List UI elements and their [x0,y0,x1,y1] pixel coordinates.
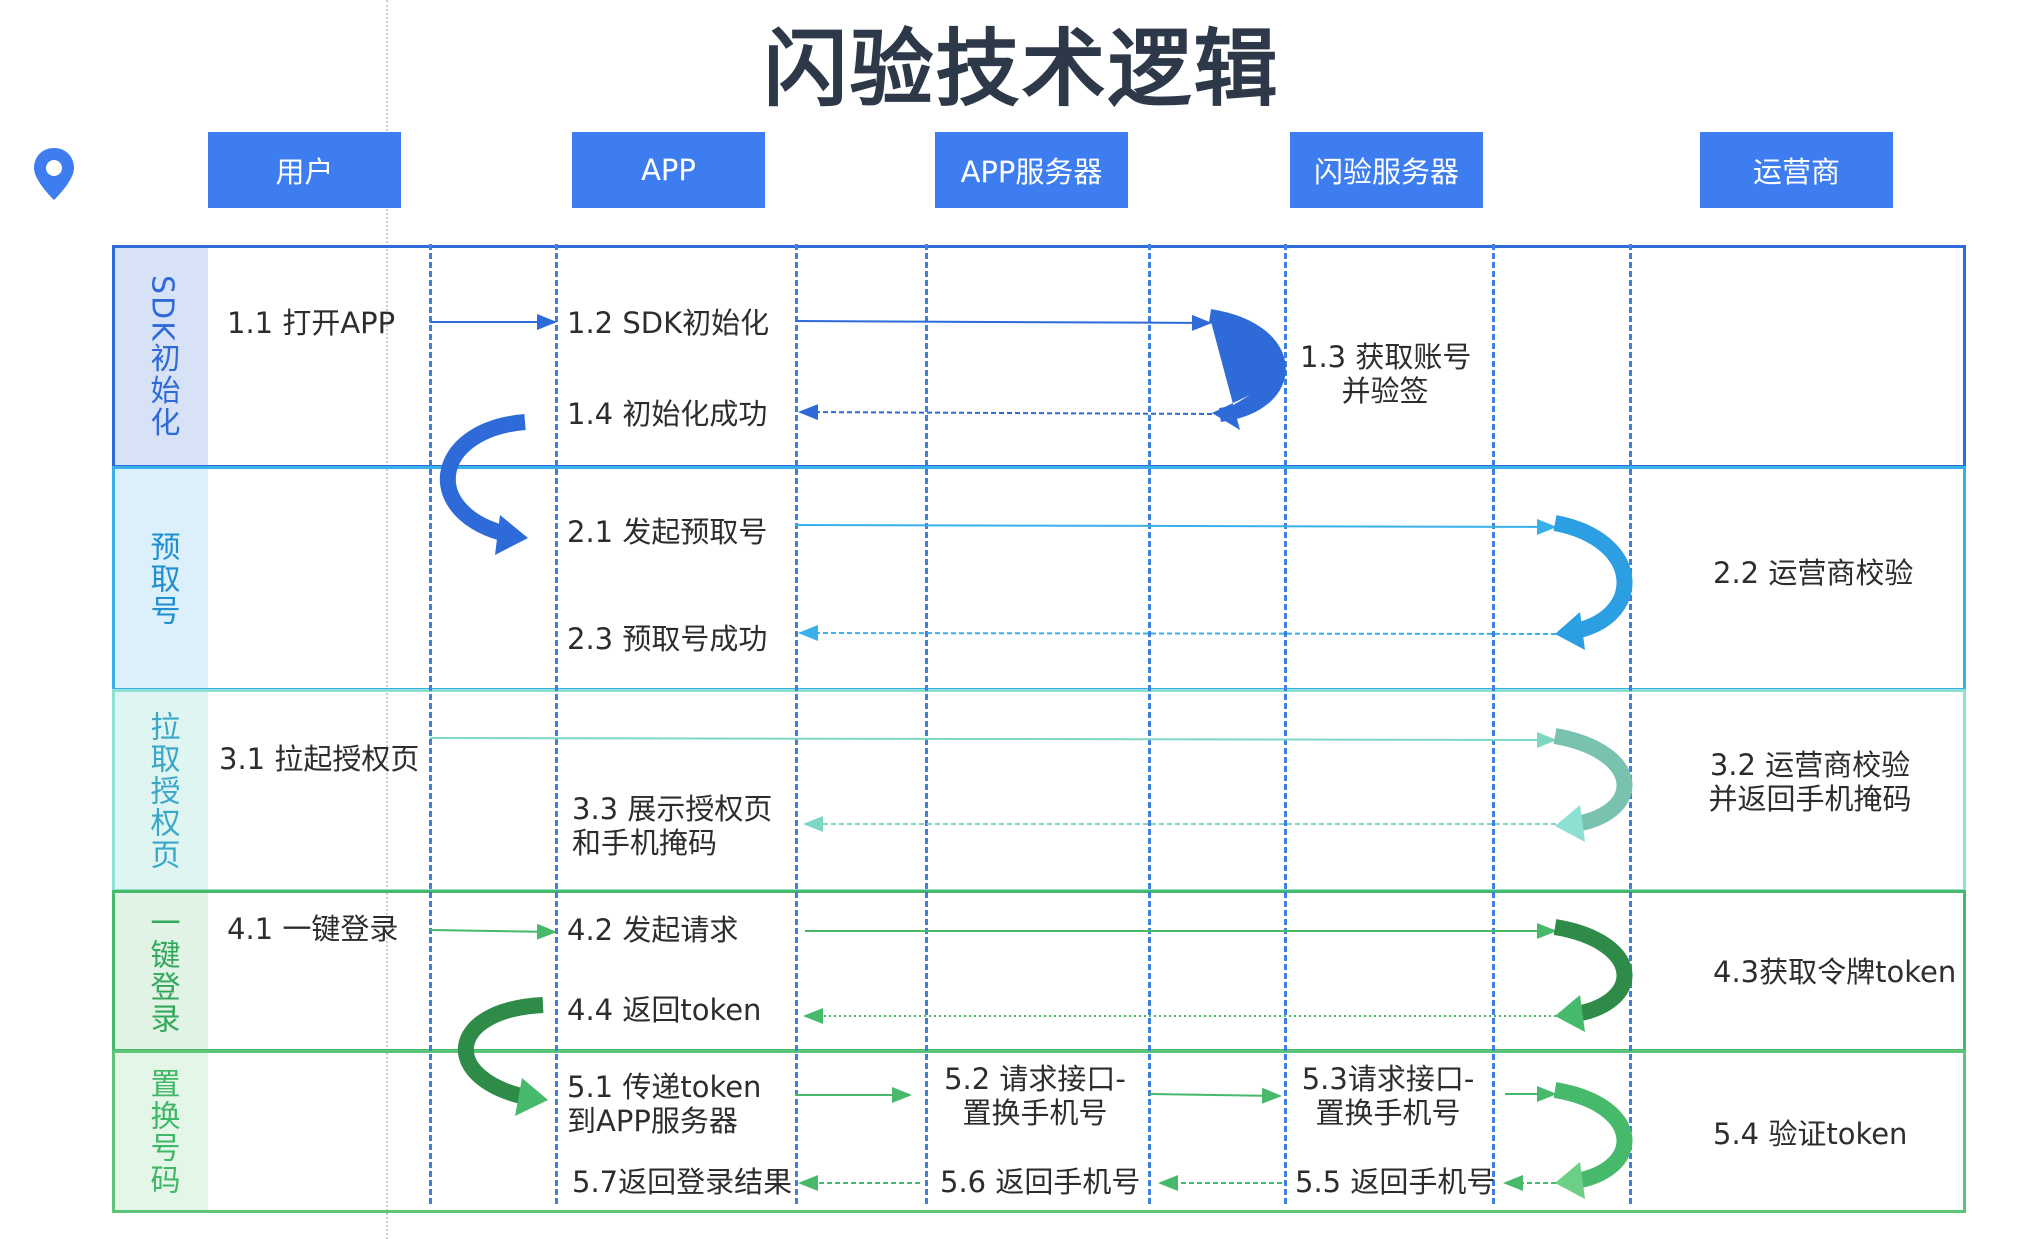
step-5-3: 5.3请求接口- 置换手机号 [1288,1062,1488,1130]
column-separator [1284,244,1287,1204]
arrow-3-1-to-carrier [429,731,1557,748]
divider-line [386,0,388,1239]
column-separator [555,244,558,1204]
location-pin-icon [34,148,74,200]
lane-label-sdk-init: SDK初始化 [115,248,208,465]
step-5-2-line2: 置换手机号 [962,1096,1108,1130]
arrow-2-3-return [798,625,1557,642]
step-4-1: 4.1 一键登录 [227,912,399,946]
arrow-1-2-to-flash-server [794,314,1212,331]
step-2-1: 2.1 发起预取号 [567,515,768,549]
step-1-3: 1.3 获取账号 并验签 [1300,340,1472,408]
column-separator [429,244,432,1204]
step-3-3-line1: 3.3 展示授权页 [572,792,773,826]
lane-number-swap [112,1050,1966,1213]
curved-arrow-head [1555,612,1585,650]
step-3-2-line2: 并返回手机掩码 [1708,782,1912,816]
lane-label-number-swap: 置换号码 [115,1053,208,1210]
step-4-3: 4.3获取令牌token [1713,955,1957,989]
column-header-app: APP [572,132,765,208]
curved-arrow-head [1555,805,1585,842]
arrow-5-2-to-5-3 [1149,1087,1282,1104]
step-5-2-line1: 5.2 请求接口- [944,1062,1126,1096]
column-separator [795,244,798,1204]
step-5-1-line2: 到APP服务器 [567,1104,738,1138]
lane-label-text: 预取号 [144,530,180,627]
step-5-1-line1: 5.1 传递token [567,1070,762,1104]
step-2-2: 2.2 运营商校验 [1713,556,1914,590]
curved-arrow-head [1555,995,1585,1032]
step-3-3-line2: 和手机掩码 [572,826,718,860]
step-2-3: 2.3 预取号成功 [567,622,768,656]
column-separator [925,244,928,1204]
step-1-3-line1: 1.3 获取账号 [1300,340,1472,374]
step-5-3-line2: 置换手机号 [1315,1096,1461,1130]
step-1-4: 1.4 初始化成功 [567,397,768,431]
step-5-3-line1: 5.3请求接口- [1301,1062,1475,1096]
curved-arrow-head [1555,1162,1585,1199]
step-3-2: 3.2 运营商校验 并返回手机掩码 [1680,748,1940,816]
curved-arrow-5-4 [1553,1082,1633,1190]
step-5-7: 5.7返回登录结果 [572,1165,793,1199]
curved-arrow-4-4-to-5-1 [457,997,544,1106]
step-5-5: 5.5 返回手机号 [1295,1165,1496,1199]
lane-label-text: SDK初始化 [144,274,180,439]
curved-arrow-1-3-body [1208,309,1286,422]
lane-label-prefetch: 预取号 [115,469,208,688]
column-separator [1148,244,1151,1204]
column-header-app-server: APP服务器 [935,132,1128,208]
curved-arrow-head [495,515,528,555]
step-5-6: 5.6 返回手机号 [940,1165,1141,1199]
curved-arrow-4-3 [1553,919,1633,1023]
step-5-1: 5.1 传递token 到APP服务器 [567,1070,761,1138]
arrow-2-1-to-carrier [794,518,1557,535]
curved-arrow-2-2 [1553,515,1633,640]
curved-arrow-head [515,1078,548,1116]
arrow-4-1-to-4-2 [429,923,557,940]
column-header-user: 用户 [208,132,401,208]
curved-arrow-1-4-to-2-1 [439,414,526,543]
column-header-flash-server: 闪验服务器 [1290,132,1483,208]
step-4-2: 4.2 发起请求 [567,913,739,947]
step-4-4: 4.4 返回token [567,993,762,1027]
lane-label-auth-page: 拉取授权页 [115,692,208,889]
column-header-carrier: 运营商 [1700,132,1893,208]
lane-label-one-click: 一键登录 [115,893,208,1049]
column-separator [1629,244,1632,1204]
step-5-4: 5.4 验证token [1713,1117,1908,1151]
step-1-2: 1.2 SDK初始化 [567,306,770,340]
lane-label-text: 拉取授权页 [144,710,180,871]
column-separator [1492,244,1495,1204]
curved-arrow-1-3 [1210,318,1276,430]
lane-label-text: 置换号码 [144,1067,180,1196]
step-5-2: 5.2 请求接口- 置换手机号 [925,1062,1145,1130]
lane-label-text: 一键登录 [144,907,180,1035]
step-3-2-line1: 3.2 运营商校验 [1709,748,1911,782]
step-1-1: 1.1 打开APP [227,306,396,340]
step-1-3-line2: 并验签 [1341,374,1429,408]
arrow-1-4-return [798,404,1213,421]
page-title: 闪验技术逻辑 [763,20,1280,118]
step-3-3: 3.3 展示授权页 和手机掩码 [572,792,772,860]
curved-arrow-3-2 [1553,728,1633,833]
step-3-1: 3.1 拉起授权页 [219,742,420,776]
